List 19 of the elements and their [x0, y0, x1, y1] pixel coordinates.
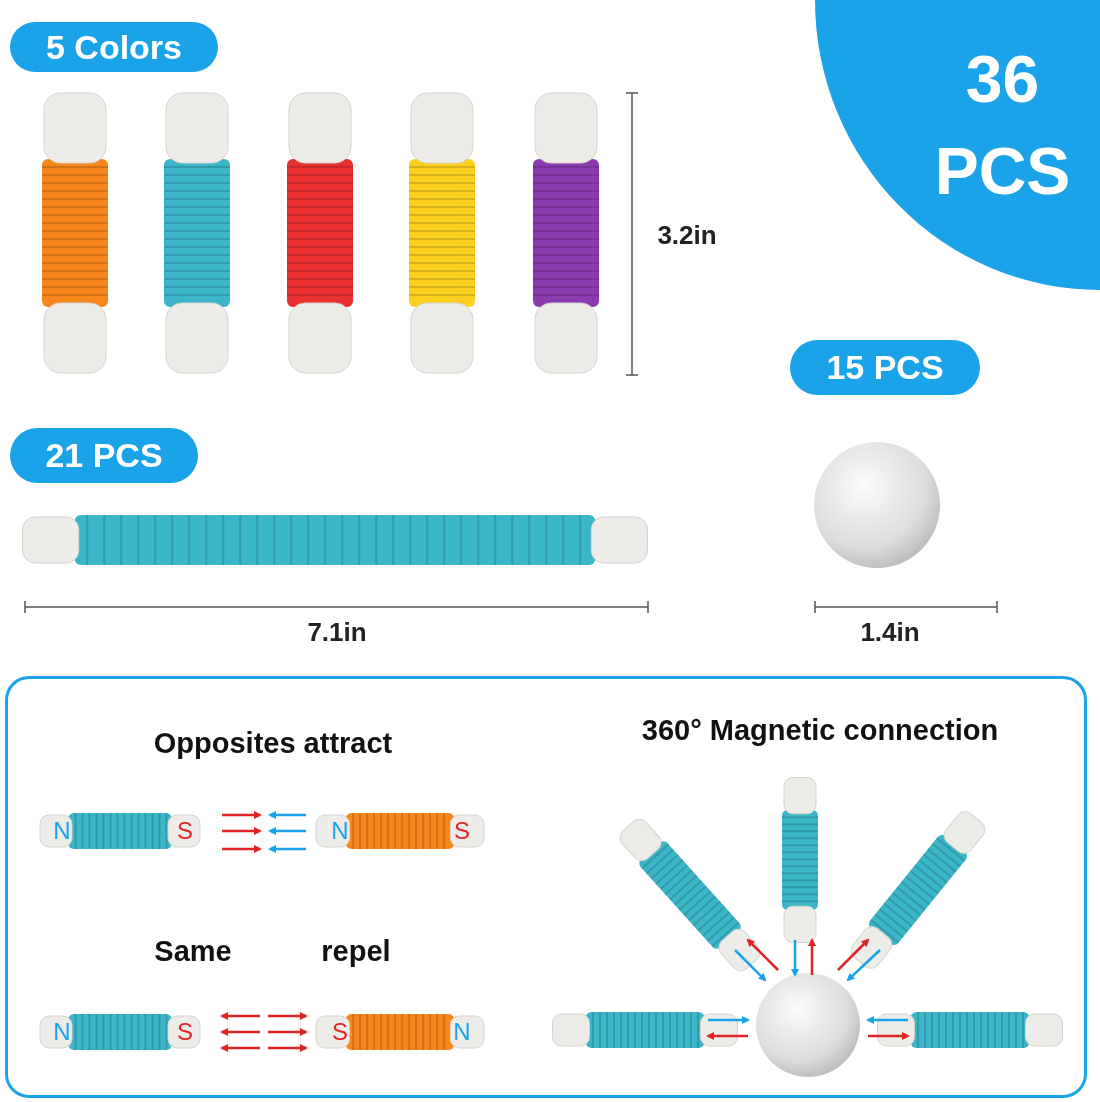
- dimension-label: 3.2in: [657, 219, 717, 251]
- quantity-tag: 5 Colors: [10, 22, 218, 72]
- info-panel: [5, 676, 1087, 1098]
- pole-letter: N: [331, 817, 349, 845]
- quantity-tag: 21 PCS: [10, 428, 198, 483]
- pole-letter: N: [53, 1018, 71, 1046]
- heading: repel: [321, 934, 391, 968]
- pole-letter: S: [332, 1018, 348, 1046]
- quantity-tag: 15 PCS: [790, 340, 980, 395]
- pole-letter: S: [454, 817, 470, 845]
- pole-letter: S: [177, 1018, 193, 1046]
- pole-letter: N: [53, 817, 71, 845]
- pole-letter: S: [177, 817, 193, 845]
- heading: 360° Magnetic connection: [641, 713, 999, 747]
- pole-letter: N: [453, 1018, 471, 1046]
- heading: Same: [154, 934, 232, 968]
- heading: Opposites attract: [153, 726, 393, 760]
- dimension-label: 1.4in: [860, 616, 920, 648]
- dimension-label: 7.1in: [307, 616, 367, 648]
